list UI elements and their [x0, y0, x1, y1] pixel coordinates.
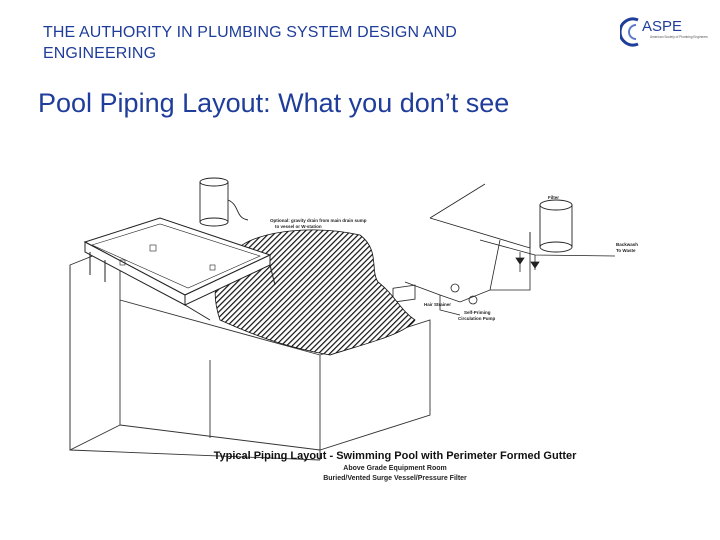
header-tagline: THE AUTHORITY IN PLUMBING SYSTEM DESIGN …	[43, 24, 457, 62]
label-pump-2: Circulation Pump	[458, 316, 496, 321]
label-filter: Filter	[548, 195, 560, 200]
piping-lines	[404, 183, 616, 316]
swimming-pool	[83, 217, 276, 321]
diagram-caption-line-1: Above Grade Equipment Room	[343, 465, 447, 472]
label-pump: Self-Priming	[464, 310, 491, 315]
diagram-caption-line-2: Buried/Vented Surge Vessel/Pressure Filt…	[323, 475, 467, 482]
label-hair-strainer: Hair Strainer	[424, 302, 452, 307]
pool-piping-diagram: Filter Backwash To Waste Optional: gravi…	[60, 170, 660, 485]
label-to-waste: To Waste	[616, 248, 636, 253]
diagram-caption: Typical Piping Layout - Swimming Pool wi…	[213, 450, 577, 462]
slide-title: Pool Piping Layout: What you don’t see	[38, 88, 510, 118]
equipment-room-block	[69, 244, 431, 461]
aspe-logo: ASPE American Society of Plumbing Engine…	[620, 14, 710, 50]
logo-tagline: American Society of Plumbing Engineers	[650, 35, 708, 39]
pressure-filter	[539, 199, 573, 253]
label-optional-drain: Optional: gravity drain from main drain …	[270, 218, 367, 223]
aspe-logo-mark: ASPE American Society of Plumbing Engine…	[620, 17, 708, 47]
piping-drawing	[69, 177, 616, 461]
surge-vessel	[199, 177, 249, 227]
label-backwash: Backwash	[616, 242, 639, 247]
logo-wordmark: ASPE	[642, 18, 682, 35]
label-optional-drain-2: to vessel or W-station	[275, 224, 322, 229]
